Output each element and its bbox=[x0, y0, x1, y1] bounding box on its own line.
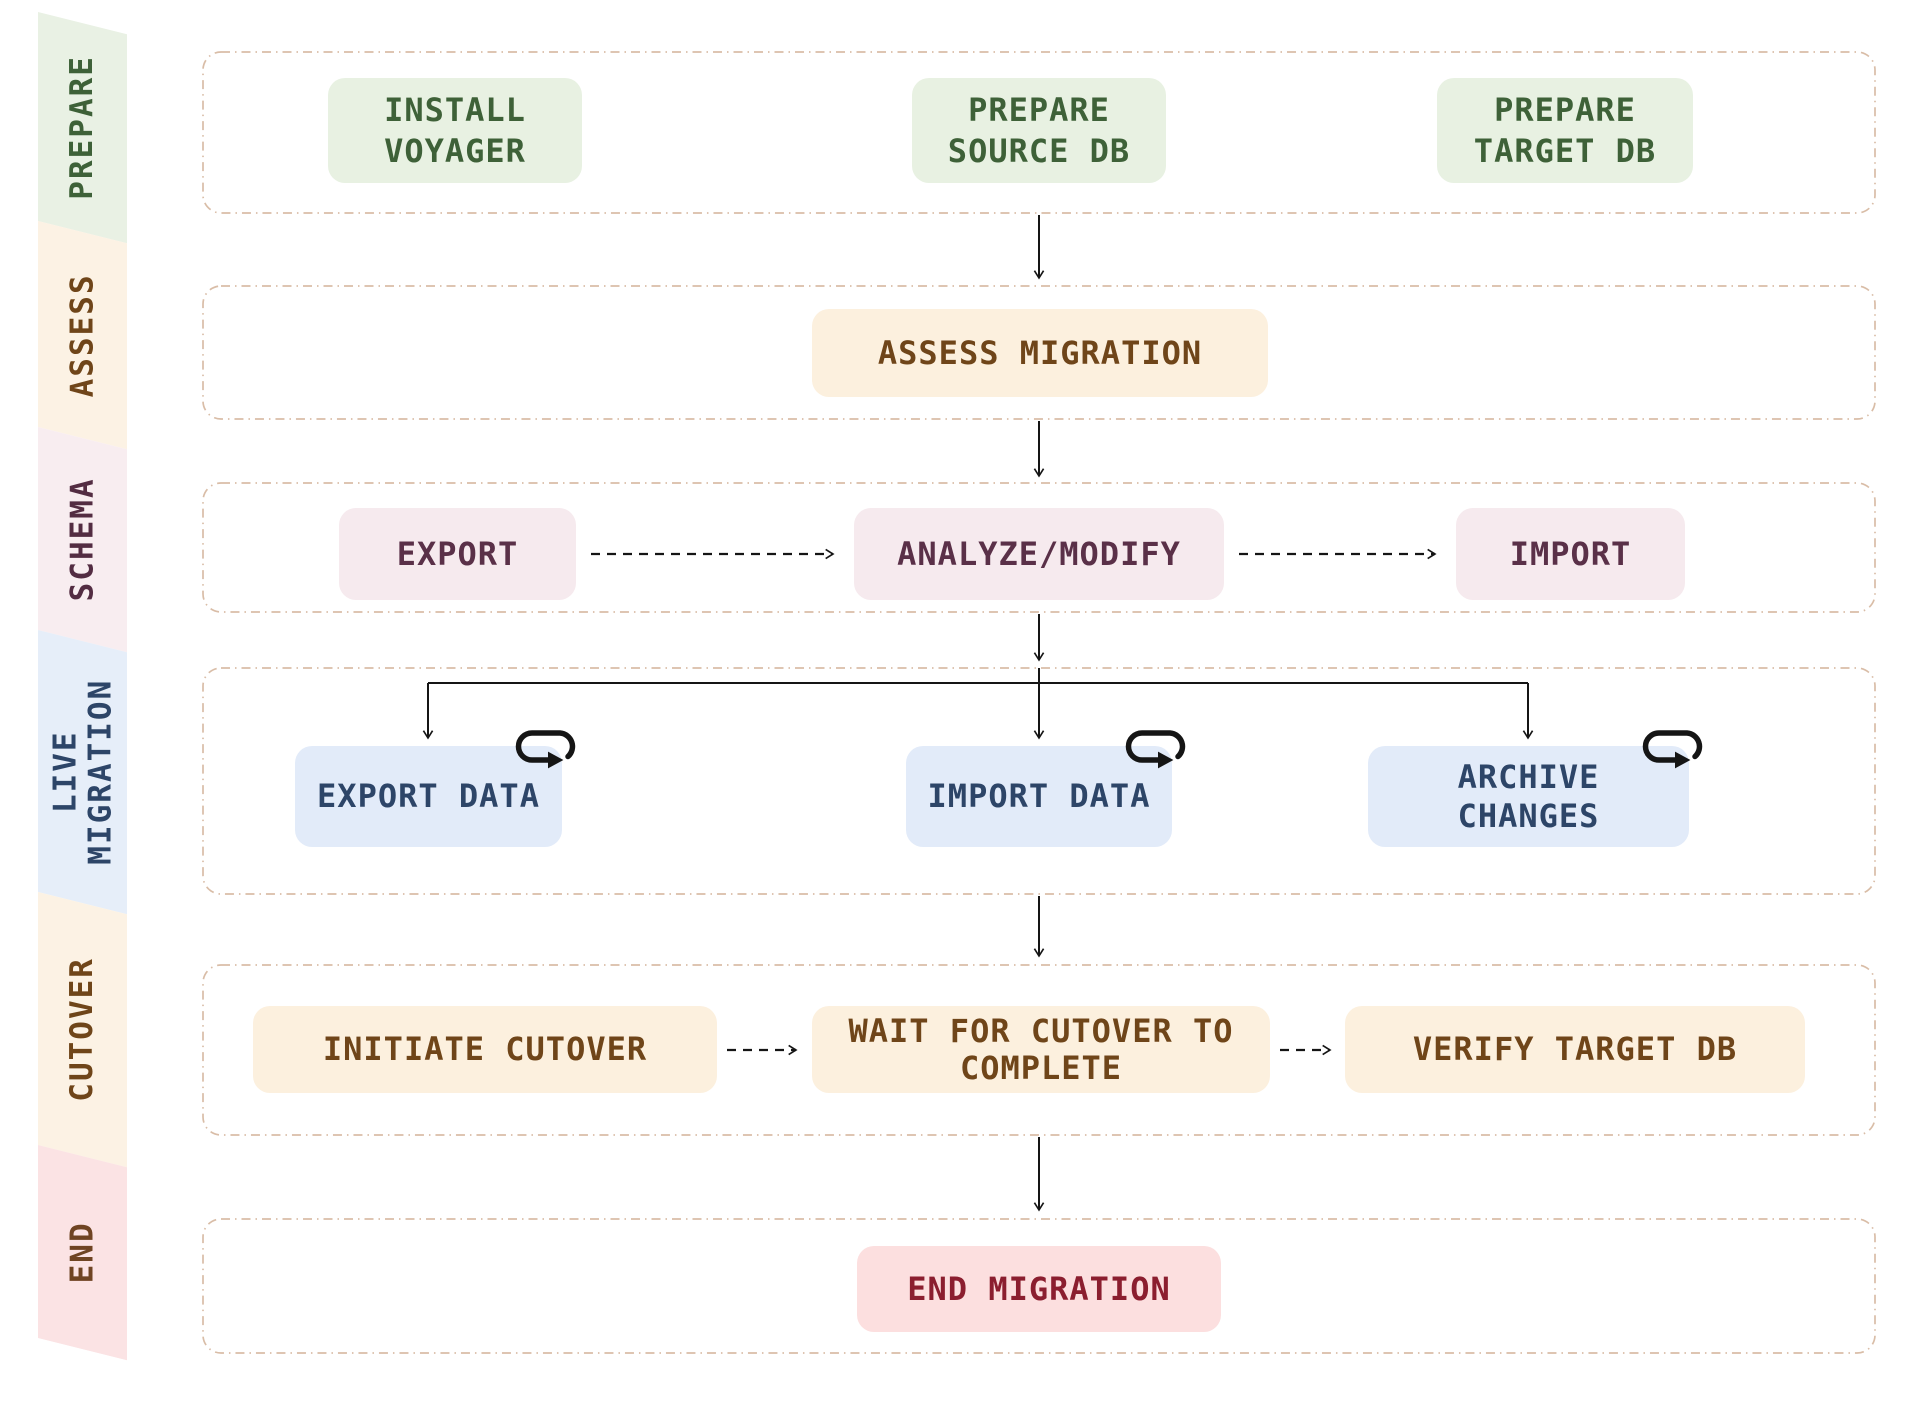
node-analyze-modify: ANALYZE/MODIFY bbox=[854, 508, 1224, 600]
node-assess-migration: ASSESS MIGRATION bbox=[812, 309, 1268, 397]
node-wait-for-cutover: WAIT FOR CUTOVER TO COMPLETE bbox=[812, 1006, 1270, 1093]
node-verify-target-db: VERIFY TARGET DB bbox=[1345, 1006, 1805, 1093]
node-export: EXPORT bbox=[339, 508, 576, 600]
phase-live-migration: LIVE MIGRATION bbox=[38, 679, 127, 865]
node-end-migration: END MIGRATION bbox=[857, 1246, 1221, 1332]
node-import: IMPORT bbox=[1456, 508, 1685, 600]
node-prepare-target-db: PREPARE TARGET DB bbox=[1437, 78, 1693, 183]
node-export-data: EXPORT DATA bbox=[295, 746, 562, 847]
phase-schema: SCHEMA bbox=[38, 477, 127, 601]
node-import-data: IMPORT DATA bbox=[906, 746, 1172, 847]
node-install-voyager: INSTALL VOYAGER bbox=[328, 78, 582, 183]
node-archive-changes: ARCHIVE CHANGES bbox=[1368, 746, 1689, 847]
node-initiate-cutover: INITIATE CUTOVER bbox=[253, 1006, 717, 1093]
phase-label-end: END bbox=[64, 1221, 101, 1283]
phase-cutover: CUTOVER bbox=[38, 957, 127, 1102]
phase-assess: ASSESS bbox=[38, 273, 127, 397]
phase-label-schema: SCHEMA bbox=[64, 477, 101, 601]
phase-label-prepare: PREPARE bbox=[64, 54, 101, 200]
phase-label-cutover: CUTOVER bbox=[64, 956, 101, 1102]
phase-prepare: PREPARE bbox=[38, 55, 127, 200]
phase-label-live-migration: LIVE MIGRATION bbox=[46, 679, 118, 865]
phase-end: END bbox=[38, 1192, 127, 1312]
phase-label-assess: ASSESS bbox=[64, 273, 101, 397]
node-prepare-source-db: PREPARE SOURCE DB bbox=[912, 78, 1166, 183]
